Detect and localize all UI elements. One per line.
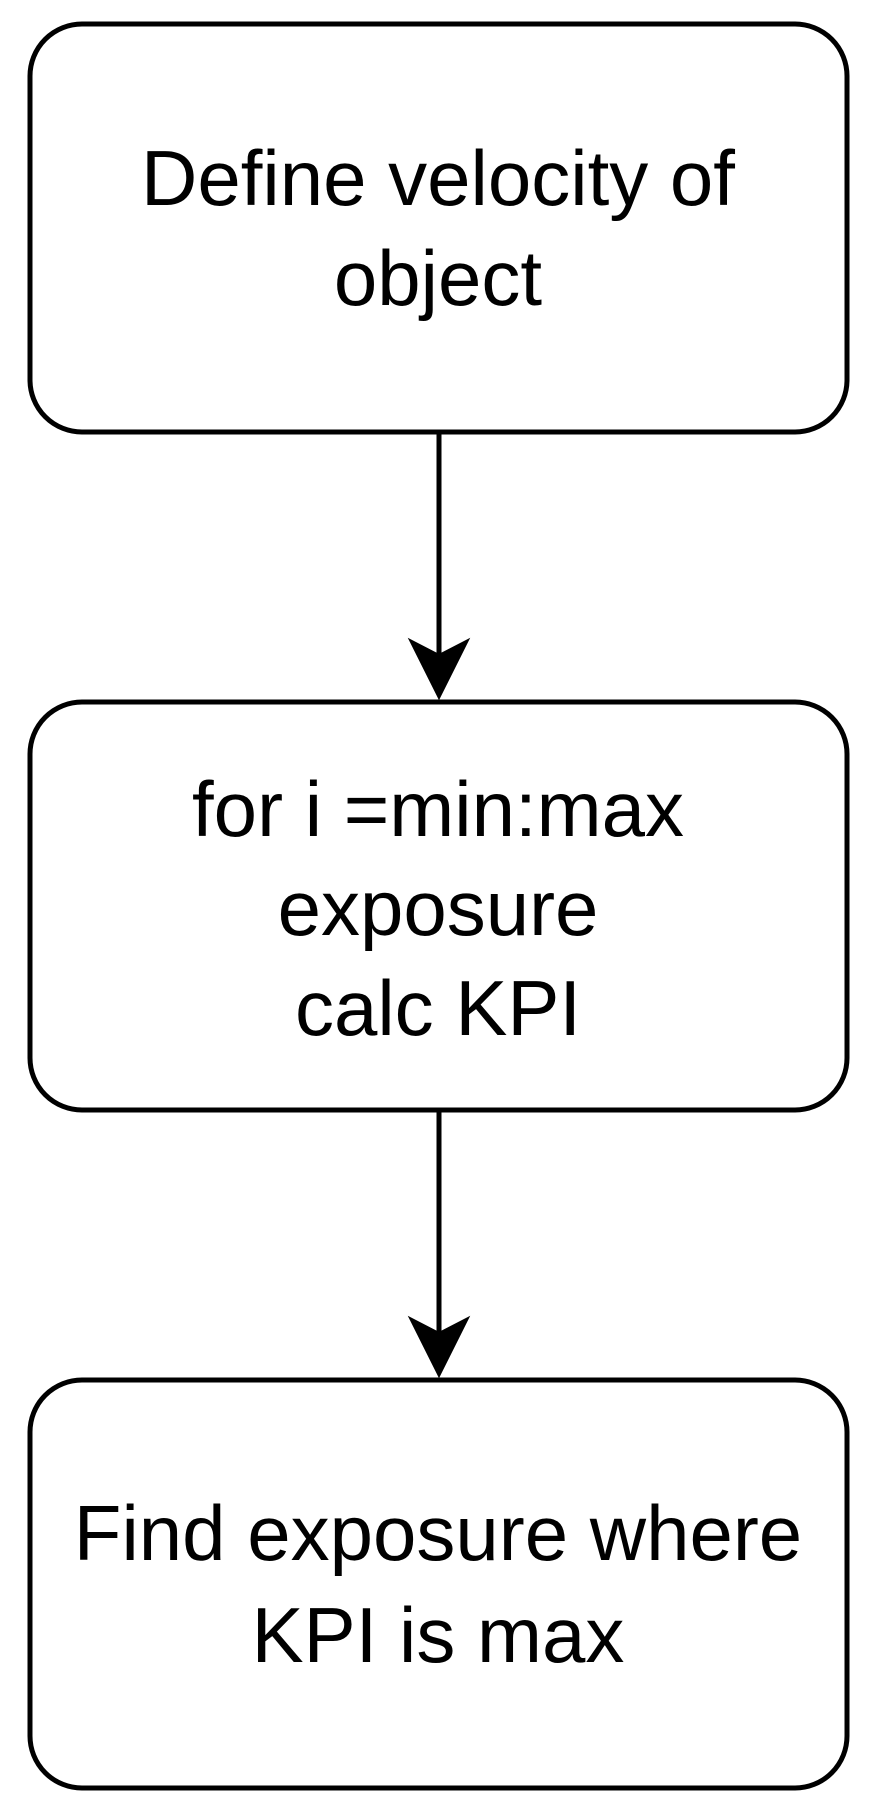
node-text-line: for i =min:max — [192, 765, 684, 853]
node-define-velocity[interactable]: Define velocity of object — [27, 21, 850, 435]
node-text-line: Find exposure where — [74, 1489, 802, 1577]
node-text-line: exposure — [278, 864, 599, 952]
node-loop-exposure[interactable]: for i =min:max exposure calc KPI — [27, 699, 850, 1113]
node-find-max[interactable]: Find exposure where KPI is max — [27, 1377, 850, 1791]
arrowhead — [407, 1315, 471, 1379]
node-text-line: KPI is max — [252, 1591, 625, 1679]
node-text-line: object — [334, 234, 542, 322]
edge-arrow — [407, 433, 471, 701]
edge-arrow — [407, 1111, 471, 1379]
node-box — [27, 21, 850, 435]
node-text-line: Define velocity of — [141, 134, 735, 222]
node-box — [27, 1377, 850, 1791]
arrowhead — [407, 637, 471, 701]
node-text-line: calc KPI — [295, 964, 581, 1052]
node-box — [27, 699, 850, 1113]
